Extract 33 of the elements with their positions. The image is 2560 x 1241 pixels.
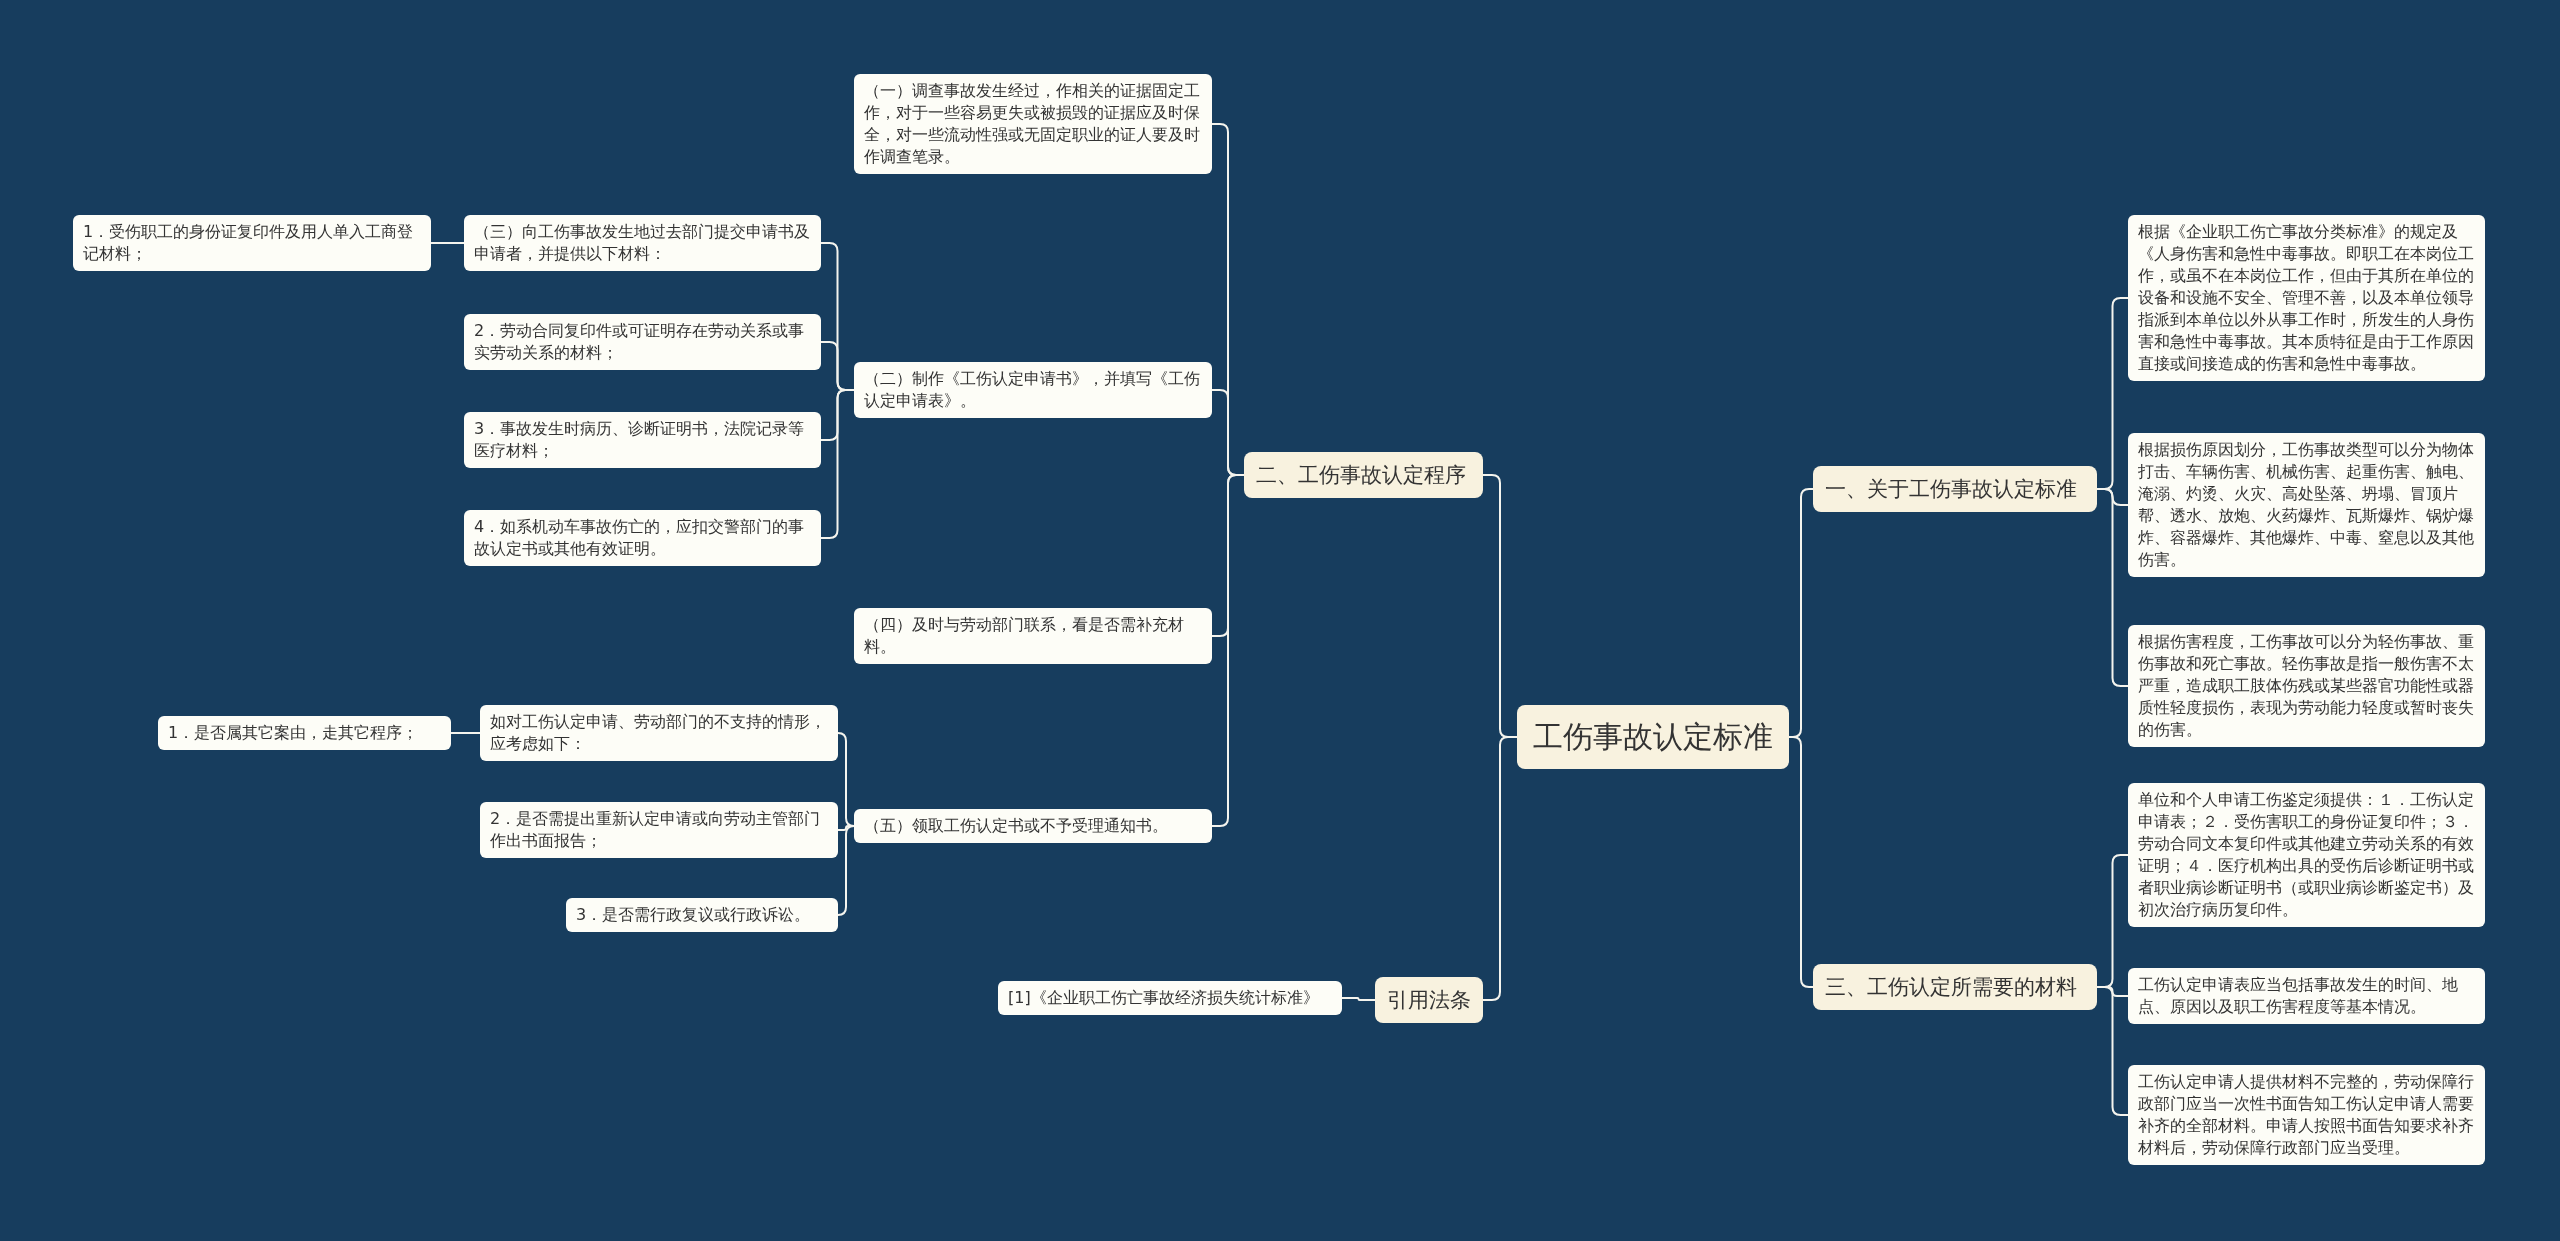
connector-line [1482, 736, 1518, 1001]
connector-line [837, 825, 855, 916]
text-card: 1．是否属其它案由，走其它程序； [158, 716, 451, 750]
connector-line [1211, 474, 1245, 827]
connector-line [2096, 986, 2129, 1116]
text-card: 根据《企业职工伤亡事故分类标准》的规定及《人身伤害和急性中毒事故。即职工在本岗位工作，或虽不在本岗位工作，但由于其所在单位的设备和设施不安全、管理不善，以及本单位领导指派到本单位以外从事工作时，所发生的人身伤害和急性中毒事故。其本质特征是由于工作原因直接或间接造成的伤害和急性中毒事故。 [2128, 215, 2485, 381]
text-card: 根据损伤原因划分，工伤事故类型可以分为物体打击、车辆伤害、机械伤害、起重伤害、触电、淹溺、灼烫、火灾、高处坠落、坍塌、冒顶片帮、透水、放炮、火药爆炸、瓦斯爆炸、锅炉爆炸、容器爆炸、其他爆炸、中毒、窒息以及其他伤害。 [2128, 433, 2485, 577]
text-card: 如对工伤认定申请、劳动部门的不支持的情形，应考虑如下： [480, 705, 838, 761]
branch-topic-box: 引用法条 [1375, 977, 1483, 1023]
connector-line [430, 242, 465, 244]
connector-line [450, 732, 481, 734]
text-card: （二）制作《工伤认定申请书》，并填写《工伤认定申请表》。 [854, 362, 1212, 418]
text-card: （三）向工伤事故发生地过去部门提交申请书及申请者，并提供以下材料： [464, 215, 821, 271]
text-card: 工伤认定申请人提供材料不完整的，劳动保障行政部门应当一次性书面告知工伤认定申请人需要补齐的全部材料。申请人按照书面告知要求补齐材料后，劳动保障行政部门应当受理。 [2128, 1065, 2485, 1165]
branch-topic-box: 一、关于工伤事故认定标准 [1813, 466, 2097, 512]
text-card: 4．如系机动车事故伤亡的，应扣交警部门的事故认定书或其他有效证明。 [464, 510, 821, 566]
text-card: 3．事故发生时病历、诊断证明书，法院记录等医疗材料； [464, 412, 821, 468]
text-card: 3．是否需行政复议或行政诉讼。 [566, 898, 838, 932]
text-card: （五）领取工伤认定书或不予受理通知书。 [854, 809, 1212, 843]
text-card: 根据伤害程度，工伤事故可以分为轻伤事故、重伤事故和死亡事故。轻伤事故是指一般伤害不太严重，造成职工肢体伤残或某些器官功能性或器质性轻度损伤，表现为劳动能力轻度或暂时丧失的伤害。 [2128, 625, 2485, 747]
text-card: 2．劳动合同复印件或可证明存在劳动关系或事实劳动关系的材料； [464, 314, 821, 370]
connector-line [2096, 488, 2129, 687]
text-card: 2．是否需提出重新认定申请或向劳动主管部门作出书面报告； [480, 802, 838, 858]
text-card: 1．受伤职工的身份证复印件及用人单入工商登记材料； [73, 215, 431, 271]
text-card: [1]《企业职工伤亡事故经济损失统计标准》 [998, 981, 1342, 1015]
text-card: （一）调查事故发生经过，作相关的证据固定工作，对于一些容易更失或被损毁的证据应及时保全，对一些流动性强或无固定职业的证人要及时作调查笔录。 [854, 74, 1212, 174]
branch-topic-box: 二、工伤事故认定程序 [1244, 452, 1483, 498]
text-card: 单位和个人申请工伤鉴定须提供：１．工伤认定申请表；２．受伤害职工的身份证复印件；３．劳动合同文本复印件或其他建立劳动关系的有效证明；４．医疗机构出具的受伤后诊断证明书或者职业病诊断证明书（或职业病诊断鉴定书）及初次治疗病历复印件。 [2128, 783, 2485, 927]
branch-topic-box: 三、工伤认定所需要的材料 [1813, 964, 2097, 1010]
root-topic-box: 工伤事故认定标准 [1517, 705, 1789, 769]
text-card: （四）及时与劳动部门联系，看是否需补充材料。 [854, 608, 1212, 664]
text-card: 工伤认定申请表应当包括事故发生的时间、地点、原因以及职工伤害程度等基本情况。 [2128, 968, 2485, 1024]
connector-line [1341, 997, 1376, 1001]
